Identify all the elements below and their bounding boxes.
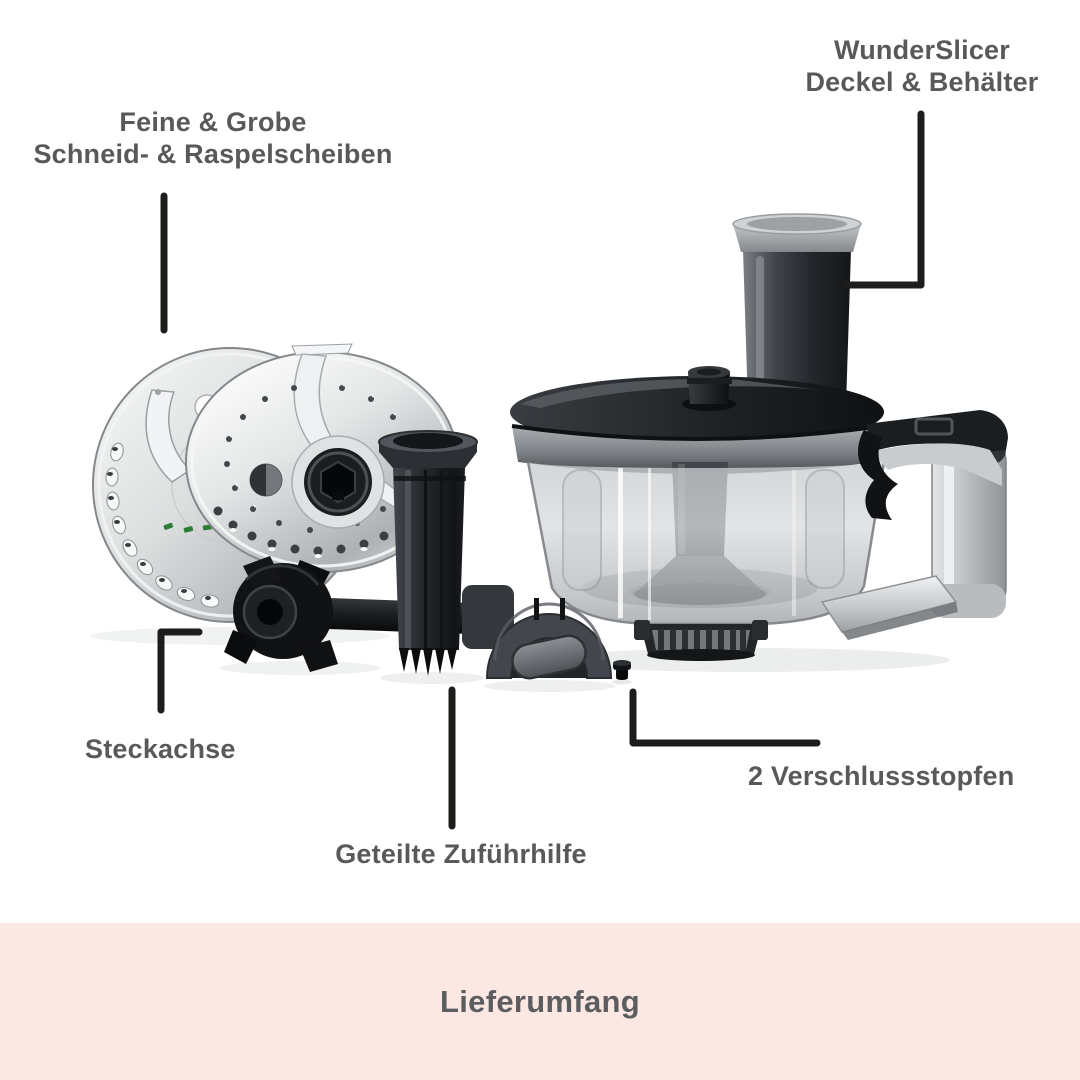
handle-image — [820, 410, 1008, 640]
label-plugs: 2 Verschlussstopfen — [748, 761, 1015, 791]
callout-line-plugs — [629, 688, 821, 747]
lid-knob-image — [682, 366, 736, 411]
feed-pusher-outer-image — [485, 598, 613, 680]
feed-pusher-inner-image — [378, 430, 478, 676]
sealing-plug-image — [613, 660, 631, 680]
label-lid-container-line1: WunderSlicer — [834, 35, 1010, 65]
bowl-lid-chute-image — [510, 213, 1008, 661]
label-cutting-discs-line2: Schneid- & Raspelscheiben — [33, 139, 393, 169]
feed-chute-image — [732, 213, 862, 406]
bowl-coupling-image — [634, 620, 768, 661]
label-axle: Steckachse — [85, 734, 236, 764]
disc-green-markings — [163, 522, 213, 533]
callout-line-axle — [157, 628, 203, 714]
label-cutting-discs-line1: Feine & Grobe — [119, 107, 307, 137]
cutting-discs-image — [92, 343, 459, 623]
label-feed-pusher: Geteilte Zuführhilfe — [335, 839, 587, 869]
footer-banner-title: Lieferumfang — [440, 983, 640, 1019]
callout-line-lid — [843, 110, 925, 289]
lid-image — [510, 366, 884, 474]
label-cutting-discs: Feine & Grobe Schneid- & Raspelscheiben — [30, 106, 396, 170]
label-lid-container-line2: Deckel & Behälter — [805, 67, 1039, 97]
pusher-spikes — [399, 648, 457, 676]
label-lid-container: WunderSlicer Deckel & Behälter — [770, 34, 1074, 98]
footer-banner: Lieferumfang — [0, 923, 1080, 1080]
